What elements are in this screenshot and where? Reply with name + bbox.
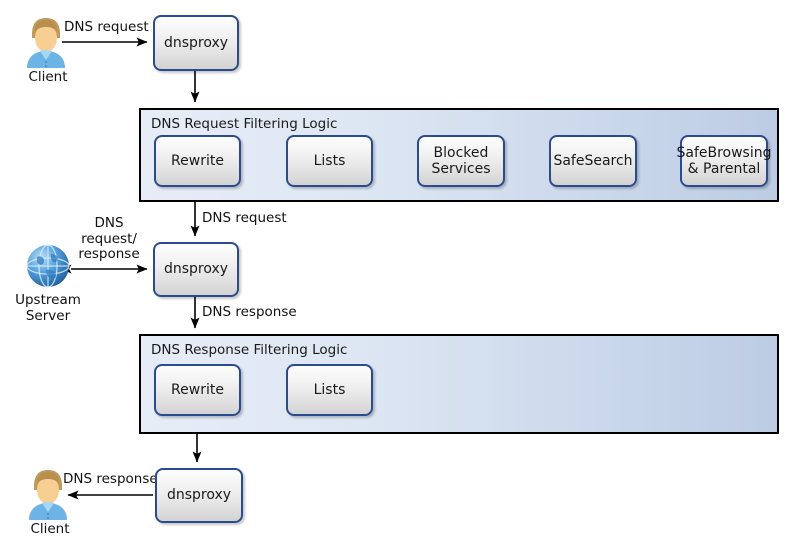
edge-label-upstream-exchange: DNS request/ response (78, 215, 140, 263)
upstream-server-label: Upstream Server (15, 292, 81, 324)
stage-lists-request-label: Lists (313, 152, 346, 169)
dnsproxy-top-box[interactable]: dnsproxy (153, 15, 239, 71)
request-filtering-group-title: DNS Request Filtering Logic (151, 116, 338, 132)
client-top-avatar (18, 12, 74, 68)
stage-safesearch[interactable]: SafeSearch (549, 135, 637, 187)
dnsproxy-bottom-box[interactable]: dnsproxy (155, 468, 243, 523)
client-top-label: Client (28, 69, 68, 85)
dnsproxy-top-label: dnsproxy (163, 34, 229, 51)
stage-blocked-services-label: Blocked Services (431, 144, 491, 177)
client-bottom-avatar (20, 464, 76, 520)
edge-label-request-to-proxy-mid: DNS request (202, 210, 287, 226)
dnsproxy-mid-label: dnsproxy (163, 261, 229, 278)
stage-rewrite-request-label: Rewrite (171, 152, 224, 169)
dnsproxy-mid-box[interactable]: dnsproxy (153, 242, 239, 297)
response-filtering-group: DNS Response Filtering Logic (139, 334, 779, 434)
stage-safesearch-label: SafeSearch (553, 152, 633, 169)
edge-label-proxy-bottom-to-client: DNS response (63, 471, 158, 487)
stage-blocked-services[interactable]: Blocked Services (417, 135, 505, 187)
stage-lists-response-label: Lists (313, 381, 346, 398)
stage-safebrowsing-parental[interactable]: SafeBrowsing & Parental (676, 135, 772, 187)
dnsproxy-bottom-label: dnsproxy (166, 487, 232, 504)
stage-safebrowsing-parental-label: SafeBrowsing & Parental (676, 144, 772, 177)
client-bottom-label: Client (30, 521, 70, 537)
edge-label-proxy-mid-to-response: DNS response (202, 304, 297, 320)
stage-lists-request[interactable]: Lists (286, 135, 373, 187)
person-icon (29, 470, 67, 520)
person-icon (27, 18, 65, 68)
edge-label-client-to-proxy-top: DNS request (64, 19, 149, 35)
upstream-globe-icon-wrap (24, 242, 72, 290)
stage-rewrite-response-label: Rewrite (171, 381, 224, 398)
stage-rewrite-request[interactable]: Rewrite (154, 135, 241, 187)
response-filtering-group-title: DNS Response Filtering Logic (151, 342, 348, 358)
globe-icon (26, 244, 70, 288)
stage-rewrite-response[interactable]: Rewrite (154, 364, 241, 416)
stage-lists-response[interactable]: Lists (286, 364, 373, 416)
